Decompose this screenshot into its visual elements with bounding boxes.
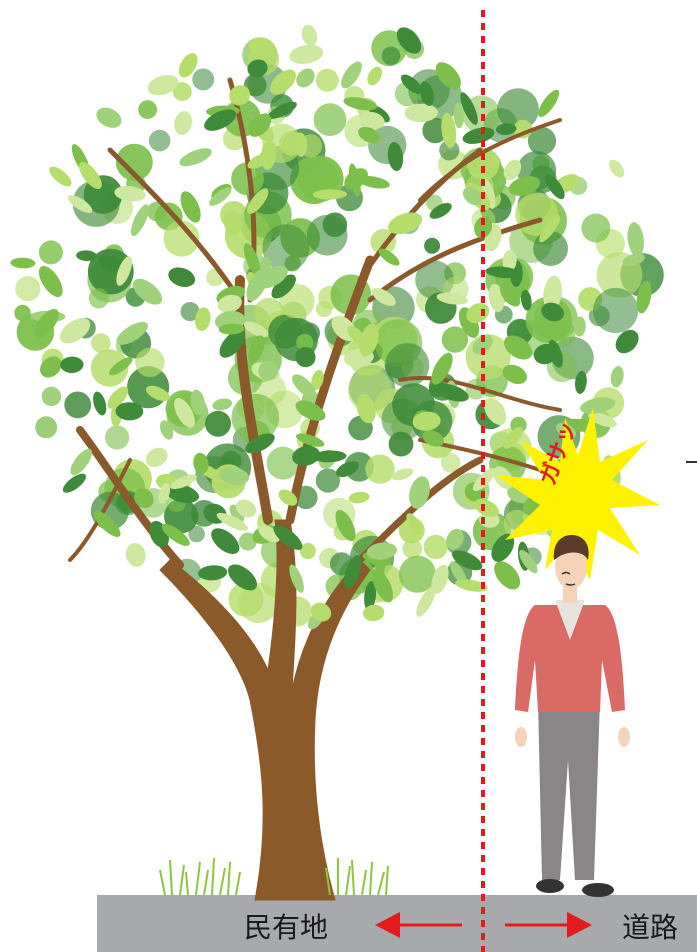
leaf	[91, 390, 109, 417]
private-land-label: 民有地	[244, 906, 328, 946]
leaf	[288, 42, 325, 66]
leaf	[299, 23, 319, 48]
canopy-blob	[105, 425, 129, 449]
canopy-blob	[192, 68, 214, 90]
leaf	[177, 145, 214, 170]
canopy-blob	[382, 47, 401, 66]
grass-tuft-left	[160, 858, 240, 895]
canopy-blob	[316, 301, 333, 318]
canopy-blob	[424, 535, 448, 559]
canopy-blob	[135, 348, 164, 377]
canopy-blob	[64, 392, 91, 419]
canopy-blob	[389, 432, 414, 457]
leaf	[93, 104, 125, 132]
canopy-blob	[149, 130, 171, 152]
canopy-blob	[138, 100, 157, 119]
leaf	[626, 221, 646, 257]
leaf	[10, 257, 35, 268]
canopy-blob	[365, 455, 394, 484]
pedestrian-icon	[515, 535, 630, 897]
canopy-blob	[581, 214, 610, 243]
canopy-blob	[39, 240, 63, 264]
leaf	[364, 64, 385, 88]
canopy-blob	[316, 69, 339, 92]
canopy-blob	[307, 215, 348, 256]
leaf	[67, 445, 96, 478]
canopy-blob	[205, 411, 231, 437]
canopy-blob	[188, 526, 205, 543]
leaf	[348, 491, 370, 505]
leaf	[166, 264, 198, 290]
leaf	[293, 65, 319, 91]
leaf	[124, 541, 148, 569]
leaf	[609, 365, 625, 388]
canopy-blob	[42, 387, 61, 406]
grass-tuft-right	[326, 858, 388, 895]
canopy-blob	[424, 238, 440, 254]
leaf	[406, 474, 434, 511]
leaf	[535, 87, 563, 120]
leaf	[211, 397, 233, 412]
leaf	[172, 109, 194, 136]
canopy-blob	[35, 416, 57, 438]
leaf	[46, 163, 75, 190]
leaf	[606, 157, 627, 180]
canopy-blob	[14, 305, 30, 321]
leaf	[34, 262, 67, 301]
canopy-blob	[533, 231, 568, 266]
canopy-blob	[89, 288, 109, 308]
canopy-blob	[314, 103, 347, 136]
canopy-blob	[593, 288, 638, 333]
canopy-blob	[15, 276, 40, 301]
road-label: 道路	[622, 906, 678, 946]
